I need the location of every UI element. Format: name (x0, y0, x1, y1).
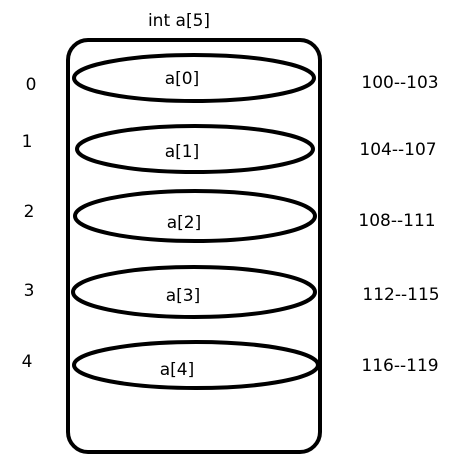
array-element-4: 4 a[4] 116--119 (22, 340, 439, 390)
address-range: 100--103 (361, 73, 438, 93)
element-label: a[2] (167, 213, 202, 233)
array-title: int a[5] (148, 11, 210, 31)
array-element-2: 2 a[2] 108--111 (24, 189, 436, 243)
index-label: 4 (22, 352, 33, 372)
index-label: 3 (24, 281, 35, 301)
address-range: 104--107 (359, 140, 436, 160)
array-element-3: 3 a[3] 112--115 (24, 265, 440, 319)
index-label: 2 (24, 202, 35, 222)
index-label: 0 (26, 75, 37, 95)
array-element-1: 1 a[1] 104--107 (22, 124, 437, 174)
element-label: a[4] (160, 360, 195, 380)
element-cell (71, 265, 317, 319)
element-cell (72, 340, 320, 390)
element-label: a[0] (165, 69, 200, 89)
address-range: 112--115 (362, 285, 439, 305)
element-cell (73, 189, 317, 243)
element-cell (75, 124, 315, 174)
address-range: 116--119 (361, 356, 438, 376)
address-range: 108--111 (358, 211, 435, 231)
array-container (66, 38, 322, 454)
element-label: a[3] (166, 286, 201, 306)
element-label: a[1] (165, 142, 200, 162)
index-label: 1 (22, 132, 33, 152)
element-cell (72, 53, 316, 103)
array-element-0: 0 a[0] 100--103 (26, 53, 439, 103)
